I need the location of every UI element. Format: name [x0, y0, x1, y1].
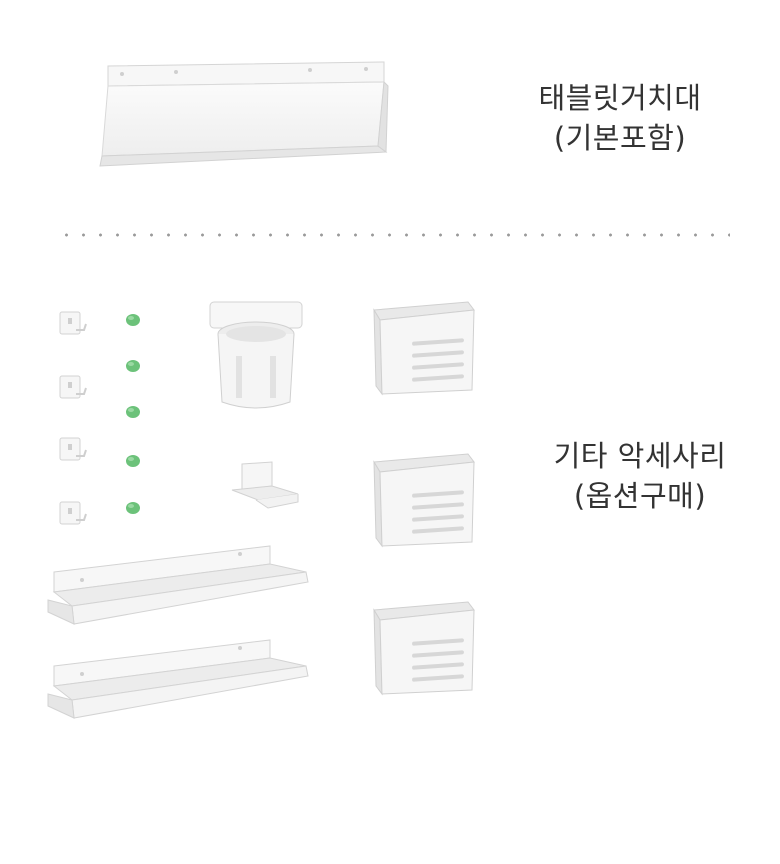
cup-holder-icon — [209, 301, 303, 409]
wall-hook-icon — [59, 375, 87, 399]
green-peg-icon — [126, 360, 140, 372]
long-shelf-icon — [47, 545, 309, 625]
small-hook-icon — [231, 461, 299, 509]
storage-box-icon — [373, 453, 475, 548]
section-title: 기타 악세사리 — [553, 439, 727, 473]
storage-box-icon — [373, 601, 475, 696]
green-peg-icon — [126, 406, 140, 418]
section-subtitle: (기본포함) — [553, 121, 687, 155]
green-peg-icon — [126, 502, 140, 514]
section-accessories-label: 기타 악세사리 (옵션구매) — [520, 436, 760, 516]
green-peg-icon — [126, 455, 140, 467]
section-title: 태블릿거치대 — [538, 81, 702, 115]
wall-hook-icon — [59, 437, 87, 461]
green-peg-icon — [126, 314, 140, 326]
wall-hook-icon — [59, 501, 87, 525]
section-tablet-stand-label: 태블릿거치대 (기본포함) — [500, 78, 740, 158]
dotted-divider — [58, 233, 730, 237]
section-subtitle: (옵션구매) — [573, 479, 707, 513]
long-shelf-icon — [47, 639, 309, 719]
wall-hook-icon — [59, 311, 87, 335]
storage-box-icon — [373, 301, 475, 396]
tablet-stand-shelf-icon — [99, 61, 389, 167]
